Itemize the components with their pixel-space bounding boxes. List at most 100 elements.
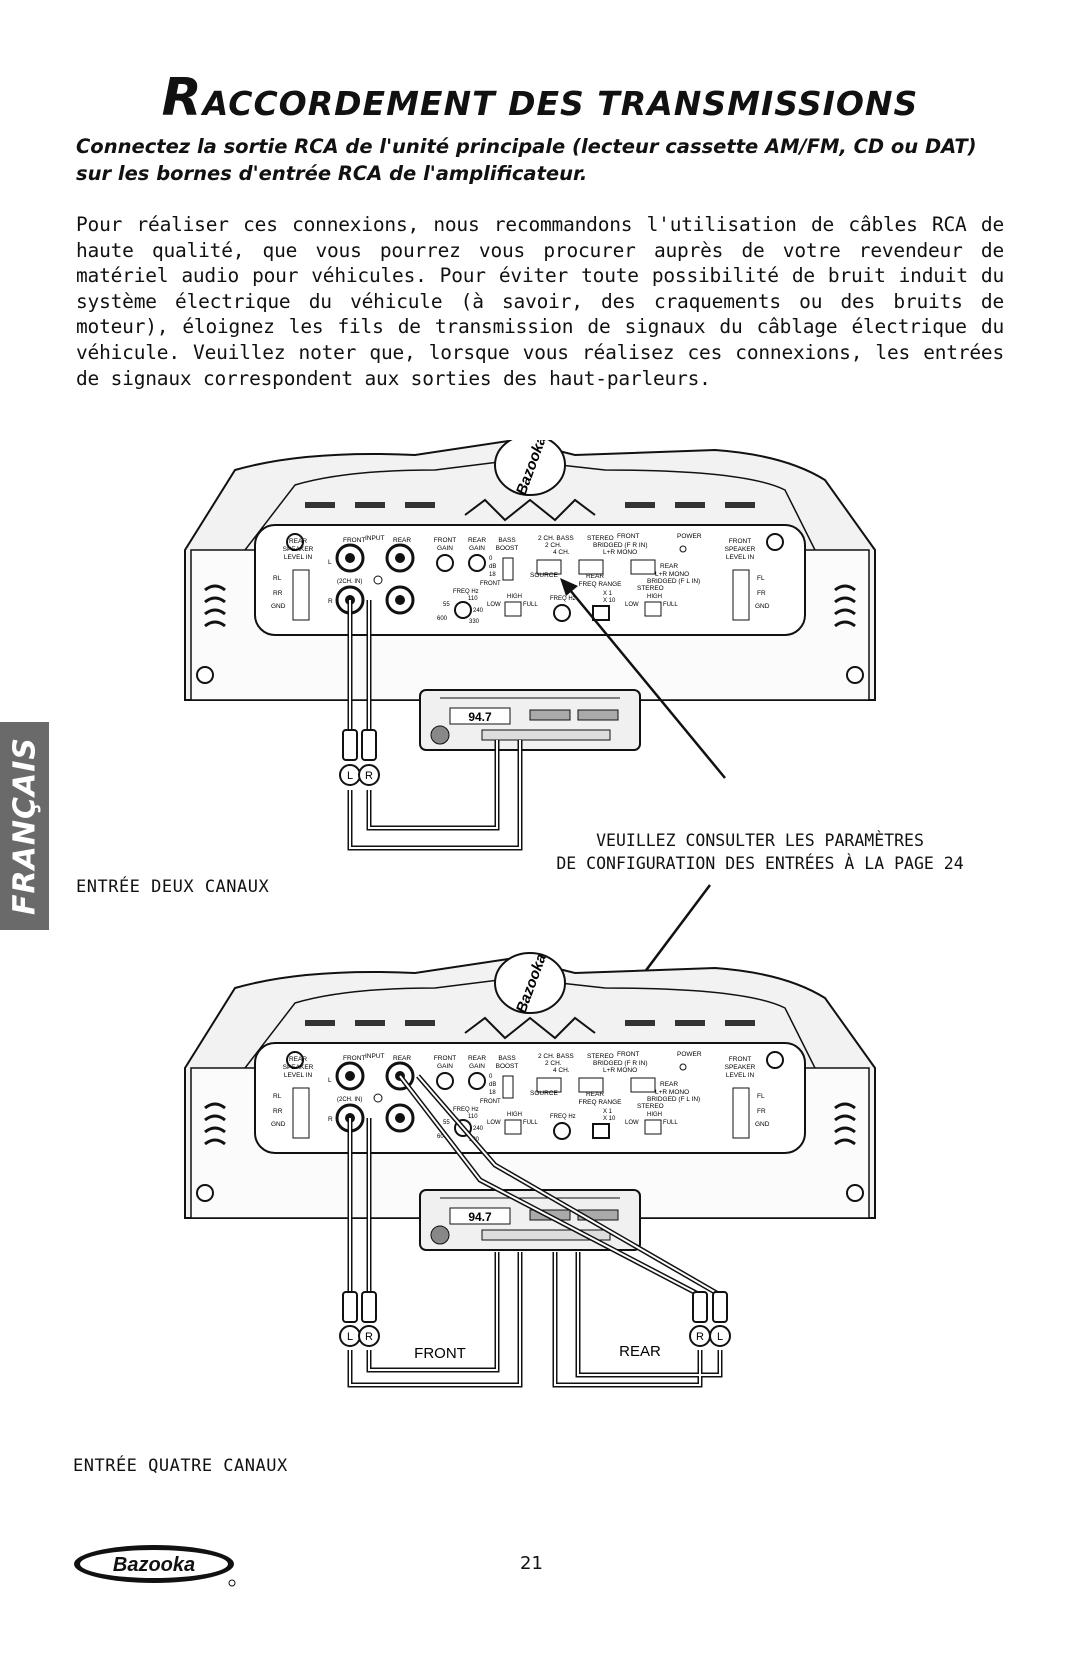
svg-text:GND: GND	[755, 603, 770, 610]
svg-text:LOW: LOW	[487, 602, 501, 608]
svg-text:2 CH.: 2 CH.	[545, 542, 562, 549]
svg-text:RR: RR	[273, 590, 283, 597]
svg-text:55: 55	[443, 602, 450, 608]
svg-text:R: R	[696, 1331, 704, 1343]
svg-text:0: 0	[489, 556, 493, 562]
svg-text:X 10: X 10	[603, 598, 616, 604]
svg-text:FL: FL	[757, 1093, 765, 1100]
svg-text:(2CH. IN): (2CH. IN)	[337, 1097, 362, 1103]
head-unit: 94.7	[419, 689, 641, 751]
config-note: VEUILLEZ CONSULTER LES PARAMÈTRES DE CON…	[545, 829, 975, 875]
svg-text:GND: GND	[271, 603, 286, 610]
svg-text:600: 600	[437, 616, 448, 622]
svg-text:POWER: POWER	[677, 1051, 702, 1058]
svg-text:FREQ Hz: FREQ Hz	[453, 1107, 479, 1113]
svg-text:X 1: X 1	[603, 1109, 613, 1115]
svg-text:FULL: FULL	[523, 602, 538, 608]
svg-text:STEREO: STEREO	[637, 1103, 664, 1110]
svg-text:(2CH. IN): (2CH. IN)	[337, 579, 362, 585]
svg-text:FL: FL	[757, 575, 765, 582]
svg-text:L: L	[347, 1331, 353, 1343]
svg-text:600: 600	[437, 1134, 448, 1140]
svg-text:FRONT: FRONT	[480, 581, 501, 587]
wire-label-front: FRONT	[414, 1345, 466, 1362]
svg-text:REAR: REAR	[393, 537, 411, 544]
svg-text:94.7: 94.7	[468, 1210, 492, 1224]
svg-text:INPUT: INPUT	[365, 1053, 385, 1060]
bazooka-logo: Bazooka	[74, 1545, 236, 1587]
svg-text:BRIDGED (F R IN): BRIDGED (F R IN)	[593, 542, 648, 549]
svg-text:GND: GND	[271, 1121, 286, 1128]
svg-text:HIGH: HIGH	[647, 594, 662, 600]
rca-plugs-4ch: L R R L	[339, 1291, 731, 1347]
page-title: RACCORDEMENT DES TRANSMISSIONS	[161, 68, 919, 128]
svg-text:FRONT: FRONT	[343, 537, 365, 544]
svg-text:L+R MONO: L+R MONO	[655, 1089, 689, 1096]
svg-text:FR: FR	[757, 1108, 766, 1115]
svg-text:FULL: FULL	[663, 602, 678, 608]
svg-text:LOW: LOW	[625, 602, 639, 608]
svg-text:REAR: REAR	[660, 1081, 678, 1088]
svg-text:LOW: LOW	[625, 1120, 639, 1126]
page-number: 21	[520, 1553, 543, 1574]
svg-text:STEREO: STEREO	[637, 585, 664, 592]
svg-text:FRONT: FRONT	[617, 1051, 639, 1058]
svg-text:2 CH. BASS: 2 CH. BASS	[538, 1053, 574, 1060]
svg-text:L: L	[347, 770, 353, 782]
svg-text:330: 330	[469, 619, 480, 625]
svg-text:STEREO: STEREO	[587, 1053, 614, 1060]
svg-text:RR: RR	[273, 1108, 283, 1115]
svg-text:R: R	[365, 1331, 373, 1343]
svg-text:SOURCE: SOURCE	[530, 1090, 558, 1097]
svg-text:L+R MONO: L+R MONO	[655, 571, 689, 578]
svg-text:FREQ Hz: FREQ Hz	[550, 596, 576, 602]
svg-text:dB: dB	[489, 564, 496, 570]
svg-text:FULL: FULL	[663, 1120, 678, 1126]
caption-two-channel: ENTRÉE DEUX CANAUX	[76, 877, 270, 897]
svg-text:POWER: POWER	[677, 533, 702, 540]
svg-text:FRONT: FRONT	[480, 1099, 501, 1105]
svg-text:RL: RL	[273, 1093, 282, 1100]
svg-text:HIGH: HIGH	[507, 1112, 522, 1118]
svg-text:R: R	[328, 598, 333, 605]
svg-text:240: 240	[473, 608, 484, 614]
note-line-2: DE CONFIGURATION DES ENTRÉES À LA PAGE 2…	[556, 854, 964, 873]
svg-text:LOW: LOW	[487, 1120, 501, 1126]
svg-text:FREQ Hz: FREQ Hz	[453, 589, 479, 595]
svg-text:0: 0	[489, 1074, 493, 1080]
svg-text:GND: GND	[755, 1121, 770, 1128]
svg-text:L+R MONO: L+R MONO	[603, 549, 637, 556]
svg-text:HIGH: HIGH	[507, 594, 522, 600]
caption-four-channel: ENTRÉE QUATRE CANAUX	[73, 1456, 288, 1476]
wire-label-rear: REAR	[619, 1343, 661, 1360]
svg-text:FRONT: FRONT	[617, 533, 639, 540]
svg-text:FULL: FULL	[523, 1120, 538, 1126]
rca-plugs: L R	[339, 729, 380, 786]
svg-text:18: 18	[489, 572, 496, 578]
svg-text:2 CH. BASS: 2 CH. BASS	[538, 535, 574, 542]
svg-text:FR: FR	[757, 590, 766, 597]
head-unit-4ch: 94.7	[419, 1189, 641, 1251]
svg-text:dB: dB	[489, 1082, 496, 1088]
svg-text:L+R MONO: L+R MONO	[603, 1067, 637, 1074]
svg-text:110: 110	[468, 596, 478, 602]
svg-text:REAR: REAR	[393, 1055, 411, 1062]
svg-text:SOURCE: SOURCE	[530, 572, 558, 579]
svg-text:R: R	[365, 770, 373, 782]
svg-text:STEREO: STEREO	[587, 535, 614, 542]
svg-text:2 CH.: 2 CH.	[545, 1060, 562, 1067]
